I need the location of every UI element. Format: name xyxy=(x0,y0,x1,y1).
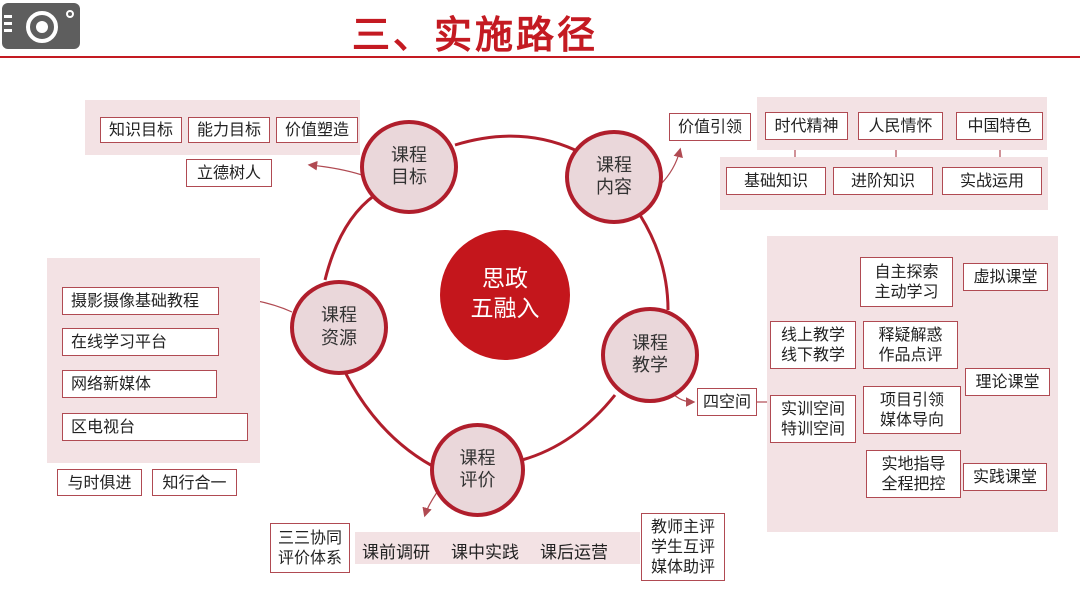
method-4-line-2: 全程把控 xyxy=(881,474,946,493)
node-teaching: 课程 教学 xyxy=(601,307,699,403)
content-top-1: 时代精神 xyxy=(765,112,848,140)
title-divider xyxy=(0,56,1080,58)
content-lead: 价值引领 xyxy=(669,113,751,141)
method-1-line-1: 自主探索 xyxy=(874,262,939,281)
teaching-method-4: 实地指导 全程把控 xyxy=(866,450,961,498)
teaching-method-3: 项目引领 媒体导向 xyxy=(863,386,961,434)
mode-a-line-2: 线下教学 xyxy=(780,345,845,364)
resource-tag-1: 与时俱进 xyxy=(57,469,142,496)
mode-b-line-1: 实训空间 xyxy=(780,399,845,418)
node-evaluation-line-2: 评价 xyxy=(459,470,496,491)
node-resource-line-1: 课程 xyxy=(321,305,357,326)
teaching-method-1: 自主探索 主动学习 xyxy=(860,257,953,307)
class-practice: 实践课堂 xyxy=(963,463,1047,491)
teaching-lead: 四空间 xyxy=(697,388,757,416)
goal-value: 价值塑造 xyxy=(276,117,358,143)
resource-item-2: 在线学习平台 xyxy=(62,328,219,356)
camera-logo xyxy=(2,3,80,49)
evaluator-2: 学生互评 xyxy=(650,537,715,556)
teaching-mode-b: 实训空间 特训空间 xyxy=(770,395,856,443)
content-bottom-1: 基础知识 xyxy=(726,167,826,195)
goal-result: 立德树人 xyxy=(186,159,272,187)
teaching-method-2: 释疑解惑 作品点评 xyxy=(863,321,958,369)
node-content-line-1: 课程 xyxy=(596,154,632,176)
goal-knowledge: 知识目标 xyxy=(100,117,182,143)
method-3-line-1: 项目引领 xyxy=(879,390,944,409)
content-bottom-3: 实战运用 xyxy=(942,167,1042,195)
resource-tag-2: 知行合一 xyxy=(152,469,237,496)
node-goal-line-1: 课程 xyxy=(391,144,427,166)
evaluation-panel-bg xyxy=(355,532,640,564)
node-goal-line-2: 目标 xyxy=(391,167,427,188)
node-teaching-line-2: 教学 xyxy=(632,355,668,376)
method-4-line-1: 实地指导 xyxy=(881,454,946,473)
node-content: 课程 内容 xyxy=(565,130,663,224)
node-evaluation-line-1: 课程 xyxy=(459,447,496,469)
method-3-line-2: 媒体导向 xyxy=(879,410,944,429)
node-resource: 课程 资源 xyxy=(290,280,388,375)
goal-ability: 能力目标 xyxy=(188,117,270,143)
evaluator-1: 教师主评 xyxy=(650,517,715,536)
center-line-1: 思政 xyxy=(482,266,528,293)
stage-post: 课后运营 xyxy=(540,543,608,563)
center-node: 思政 五融入 xyxy=(440,230,570,360)
resource-item-3: 网络新媒体 xyxy=(62,370,217,398)
content-top-2: 人民情怀 xyxy=(858,112,943,140)
arrow-goal xyxy=(307,160,363,176)
center-line-2: 五融入 xyxy=(470,296,540,322)
stage-mid: 课中实践 xyxy=(451,543,519,563)
arrow-content xyxy=(659,147,683,186)
mode-b-line-2: 特训空间 xyxy=(780,419,845,438)
class-theory: 理论课堂 xyxy=(965,368,1050,396)
method-2-line-1: 释疑解惑 xyxy=(878,325,943,344)
mode-a-line-1: 线上教学 xyxy=(780,325,845,344)
system-line-1: 三三协同 xyxy=(277,528,342,547)
resource-item-4: 区电视台 xyxy=(62,413,248,441)
stage-pre: 课前调研 xyxy=(362,543,430,563)
node-evaluation: 课程 评价 xyxy=(430,423,525,517)
system-line-2: 评价体系 xyxy=(277,548,342,567)
camera-icon xyxy=(4,10,74,43)
node-teaching-line-1: 课程 xyxy=(632,332,668,354)
node-resource-line-2: 资源 xyxy=(321,327,357,349)
node-goal: 课程 目标 xyxy=(360,120,458,214)
class-virtual: 虚拟课堂 xyxy=(963,263,1048,291)
method-2-line-2: 作品点评 xyxy=(878,345,943,364)
teaching-mode-a: 线上教学 线下教学 xyxy=(770,321,856,369)
main-cycle-ring xyxy=(323,134,670,472)
content-top-3: 中国特色 xyxy=(956,112,1043,140)
node-content-line-2: 内容 xyxy=(596,177,632,198)
method-1-line-2: 主动学习 xyxy=(874,282,939,301)
evaluation-evaluators: 教师主评 学生互评 媒体助评 xyxy=(641,513,725,581)
evaluation-system: 三三协同 评价体系 xyxy=(270,523,350,573)
page-title: 三、实施路径 xyxy=(352,12,599,57)
content-bottom-2: 进阶知识 xyxy=(833,167,933,195)
evaluator-3: 媒体助评 xyxy=(650,557,715,576)
resource-item-1: 摄影摄像基础教程 xyxy=(62,287,219,315)
